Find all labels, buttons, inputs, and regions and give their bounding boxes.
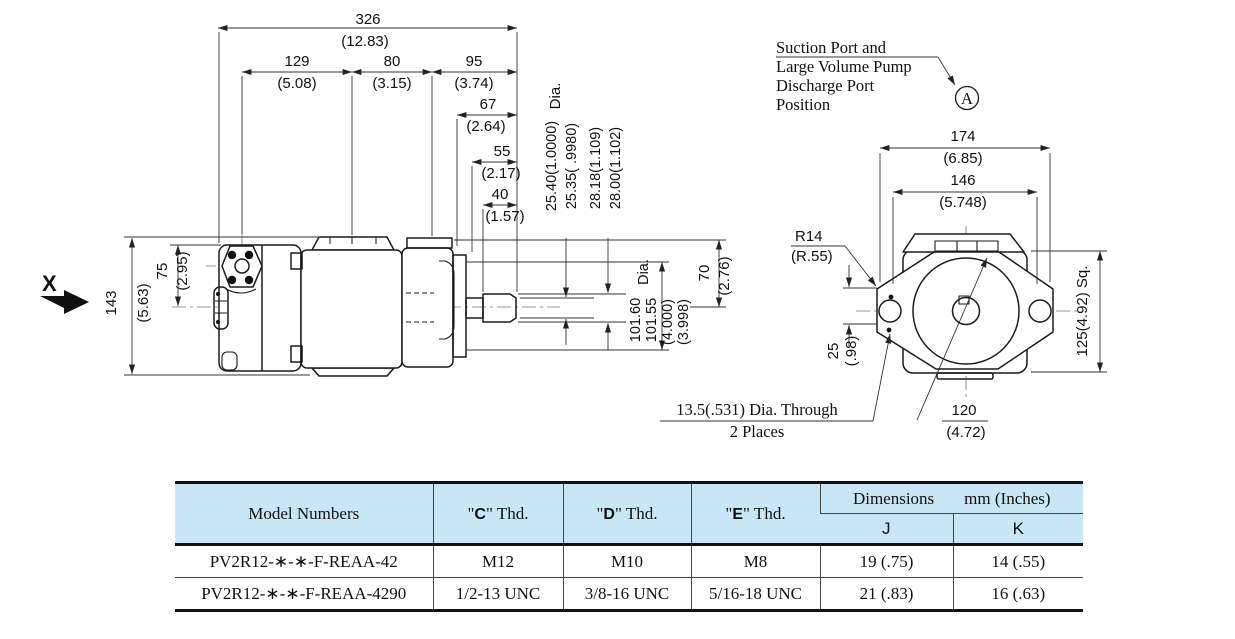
dim-129-mm: 129 (284, 53, 309, 70)
holes-note-line1: 13.5(.531) Dia. Through (676, 400, 838, 419)
c-thd-cell: 1/2-13 UNC (432, 577, 563, 611)
port-callout-line2: Large Volume Pump (776, 57, 912, 76)
front-leaders (660, 56, 988, 422)
radius-r55: (R.55) (791, 248, 833, 265)
dim-174-mm: 174 (950, 128, 975, 145)
e-thd-cell: M8 (690, 544, 820, 578)
holes-note-line2: 2 Places (730, 422, 785, 441)
dim-95-in: (3.74) (454, 75, 493, 92)
hidden-lines (406, 292, 434, 323)
dim-67-mm: 67 (480, 96, 497, 113)
table-row: PV2R12-∗-∗-F-REAA-4290 1/2-13 UNC 3/8-16… (175, 577, 1083, 611)
shaft-diameter-texts: Dia. 25.40(1.0000) 25.35( .9980) 28.18(1… (103, 83, 733, 345)
thread-dimension-table-wrap: Model Numbers "C" Thd. "D" Thd. "E" Thd.… (175, 481, 1083, 612)
d-thd-cell: 3/8-16 UNC (562, 577, 691, 611)
dim-67-in: (2.64) (466, 118, 505, 135)
dim-70-mm: 70 (696, 265, 713, 282)
header-d-thread: "D" Thd. (562, 482, 691, 545)
dim-143-mm: 143 (103, 290, 120, 315)
side-dimension-texts: 326 (12.83) 129 (5.08) 80 (3.15) 95 (3.7… (277, 11, 524, 225)
header-k: K (952, 513, 1083, 545)
front-dimension-lines (845, 144, 1104, 372)
k-dim-cell: 16 (.63) (952, 577, 1083, 611)
dim-326-mm: 326 (355, 11, 380, 28)
k-dim-cell: 14 (.55) (952, 544, 1083, 578)
dia-28-18: 28.18(1.109) (588, 127, 604, 209)
dim-120-mm: 120 (951, 402, 976, 419)
front-view: 174 (6.85) 146 (5.748) R14 (R.55) 25 (.9… (660, 38, 1107, 441)
dim-80-mm: 80 (384, 53, 401, 70)
port-callout-line3: Discharge Port (776, 76, 875, 95)
d-thd-cell: M10 (562, 544, 691, 578)
pump-side-outline (213, 236, 517, 377)
pilot-101-55: 101.55 (644, 298, 660, 342)
dim-25-in: (.98) (843, 336, 860, 367)
radius-r14: R14 (795, 228, 823, 245)
port-callout-line1: Suction Port and (776, 38, 887, 57)
dim-143-in: (5.63) (135, 283, 152, 322)
header-dimensions-group: Dimensions mm (Inches) (819, 482, 1083, 514)
pump-front-outline (876, 233, 1054, 380)
side-view: X (40, 11, 733, 377)
square-125-label: 125(4.92) Sq. (1074, 266, 1091, 357)
pilot-4-000: (4.000) (660, 299, 676, 345)
header-dimensions-label: Dimensions (852, 488, 935, 508)
suction-port-callout: Suction Port and Large Volume Pump Disch… (776, 38, 980, 114)
dim-55-in: (2.17) (481, 165, 520, 182)
position-marker-a: A (961, 89, 973, 108)
dim-70-in: (2.76) (716, 256, 733, 295)
dim-174-in: (6.85) (943, 150, 982, 167)
thread-dimension-table: Model Numbers "C" Thd. "D" Thd. "E" Thd.… (175, 481, 1083, 612)
model-number-cell: PV2R12-∗-∗-F-REAA-42 (175, 544, 433, 578)
side-dimension-lines (128, 24, 723, 374)
x-direction-arrow-icon (40, 290, 89, 314)
port-bolts (216, 250, 254, 324)
dim-80-in: (3.15) (372, 75, 411, 92)
reference-dots (886, 294, 894, 333)
front-extension-lines (843, 153, 1107, 373)
e-thd-cell: 5/16-18 UNC (690, 577, 820, 611)
pilot-101-60: 101.60 (628, 298, 644, 342)
technical-drawing: X (40, 11, 1107, 441)
dim-75-in: (2.95) (174, 251, 191, 290)
dim-25-mm: 25 (825, 343, 842, 360)
pilot-dia-label: Dia. (636, 259, 652, 285)
dim-75-mm: 75 (154, 263, 171, 280)
x-view-label: X (42, 271, 57, 296)
dia-28-00: 28.00(1.102) (608, 127, 624, 209)
port-callout-line4: Position (776, 95, 830, 114)
front-dimension-texts: 174 (6.85) 146 (5.748) R14 (R.55) 25 (.9… (676, 128, 1091, 441)
shaft-dia-label: Dia. (547, 83, 564, 110)
dim-40-mm: 40 (492, 186, 509, 203)
dim-55-mm: 55 (494, 143, 511, 160)
position-marker-circle (954, 85, 980, 111)
side-extension-lines (124, 32, 726, 376)
dim-146-mm: 146 (950, 172, 975, 189)
model-number-cell: PV2R12-∗-∗-F-REAA-4290 (201, 583, 407, 603)
pilot-3-998: (3.998) (676, 299, 692, 345)
table-row: PV2R12-∗-∗-F-REAA-42 M12 M10 M8 19 (.75)… (175, 544, 1083, 578)
header-e-thread: "E" Thd. (690, 482, 820, 545)
header-model-numbers: Model Numbers (175, 482, 433, 545)
header-c-thread: "C" Thd. (432, 482, 563, 545)
dim-129-in: (5.08) (277, 75, 316, 92)
dim-95-mm: 95 (466, 53, 483, 70)
dim-326-in: (12.83) (341, 33, 389, 50)
dia-25-35: 25.35( .9980) (564, 123, 580, 209)
dim-40-in: (1.57) (485, 208, 524, 225)
header-units-label: mm (Inches) (964, 488, 1051, 508)
j-dim-cell: 19 (.75) (819, 544, 953, 578)
dia-25-40: 25.40(1.0000) (544, 121, 560, 211)
j-dim-cell: 21 (.83) (819, 577, 953, 611)
c-thd-cell: M12 (432, 544, 563, 578)
dim-120-in: (4.72) (946, 424, 985, 441)
dim-146-in: (5.748) (939, 194, 987, 211)
header-j: J (820, 513, 953, 545)
